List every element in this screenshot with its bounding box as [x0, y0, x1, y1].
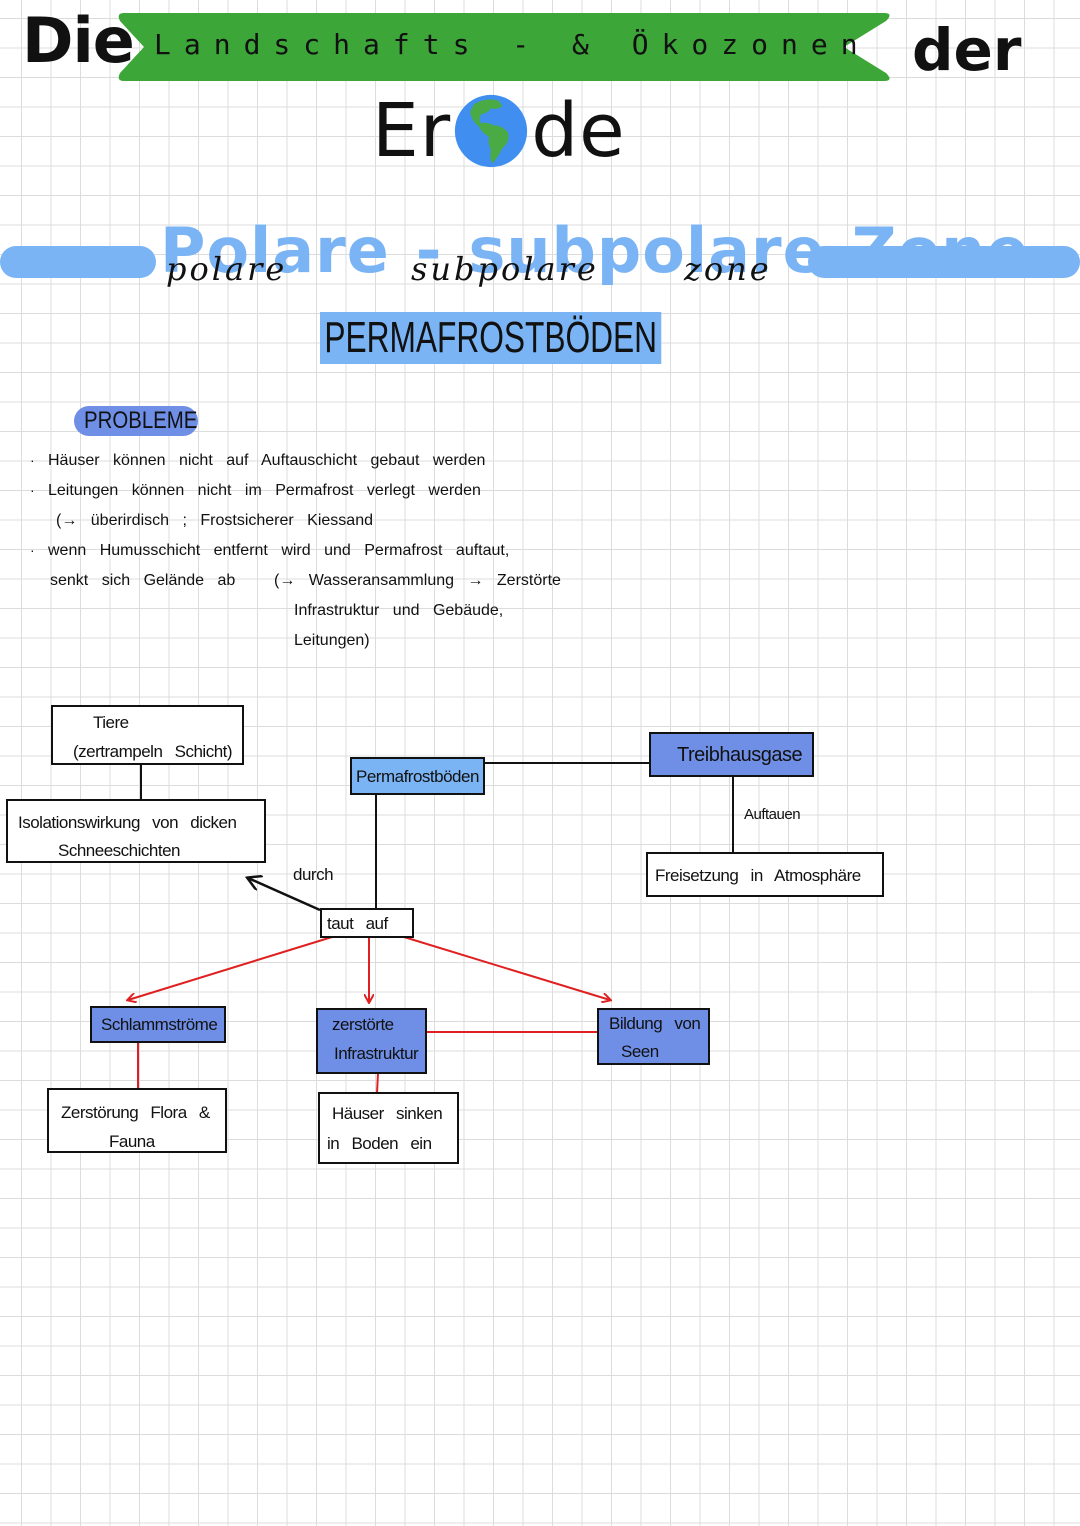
box-treibhausgase: Treibhausgase: [649, 732, 814, 777]
script-word: subpolare: [411, 250, 599, 288]
box-text: Seen: [621, 1042, 659, 1061]
problem-item: · wenn Humusschicht entfernt wird und Per…: [30, 536, 509, 566]
box-permafrostboeden: Permafrostböden: [350, 757, 485, 795]
banner-title: Landschafts - & Ökozonen: [154, 28, 871, 61]
box-text: Treibhausgase: [677, 744, 803, 766]
title-bar-right: [808, 246, 1080, 278]
box-text: Zerstörung Flora &: [61, 1103, 210, 1122]
box-freisetzung: Freisetzung in Atmosphäre: [646, 852, 884, 897]
problem-continuation: senkt sich Gelände ab: [50, 572, 236, 589]
label-durch: durch: [293, 865, 334, 884]
box-text: zerstörte: [332, 1015, 394, 1034]
label-auftauen: Auftauen: [744, 806, 801, 823]
title-bar-left: [0, 246, 156, 278]
bullet-dot: ·: [30, 542, 35, 558]
title-word-die: Die: [22, 4, 135, 77]
arrow-to-schlamm: [128, 936, 333, 1000]
problem-continuation: Leitungen): [294, 632, 370, 649]
problem-item: · Häuser können nicht auf Auftauschicht g…: [30, 446, 485, 476]
title-banner: [118, 13, 890, 81]
title-word-der: der: [912, 16, 1022, 84]
box-text: Fauna: [109, 1132, 155, 1151]
erde-prefix: Er: [372, 88, 452, 174]
bullet-dot: ·: [30, 482, 35, 498]
problem-item: · Leitungen können nicht im Permafrost ve…: [30, 476, 481, 506]
title-erde: Er de: [372, 88, 626, 174]
zone-title-word: subpolare: [468, 214, 826, 287]
box-text: Bildung von: [609, 1014, 701, 1033]
zone-title: Polare-subpolare Zone: [160, 214, 1055, 287]
box-text: (zertrampeln Schicht): [73, 742, 233, 761]
line-infra-haeuser: [376, 1072, 379, 1094]
box-zerstoerung-flora-fauna: Zerstörung Flora & Fauna: [47, 1088, 227, 1153]
box-taut-auf: taut auf: [320, 908, 414, 938]
box-text: Infrastruktur: [334, 1044, 419, 1063]
problems-list: · Häuser können nicht auf Auftauschicht g…: [30, 446, 561, 666]
problem-continuation: Infrastruktur und Gebäude,: [294, 602, 504, 619]
zone-title-word: -: [415, 214, 443, 287]
box-text: Schneeschichten: [58, 841, 180, 860]
box-text: taut auf: [327, 914, 388, 933]
problem-text: Häuser können nicht auf Auftauschicht ge…: [48, 452, 486, 469]
box-text: Permafrostböden: [356, 767, 479, 786]
zone-title-word: Zone: [851, 214, 1030, 287]
box-text: Tiere: [93, 713, 129, 732]
arrow-to-seen: [403, 936, 610, 1000]
problem-continuation: (→ Wasseransammlung → Zerstörte: [274, 572, 561, 589]
box-text: Freisetzung in Atmosphäre: [655, 866, 861, 885]
box-schlammstroeme: Schlammströme: [90, 1006, 226, 1043]
subtitle-permafrostboeden: PERMAFROSTBÖDEN: [320, 312, 662, 364]
script-word: polare: [166, 250, 288, 288]
box-text: Häuser sinken: [332, 1104, 443, 1123]
box-text: Isolationswirkung von dicken: [18, 813, 237, 832]
box-zerstoerte-infrastruktur: zerstörte Infrastruktur: [316, 1008, 427, 1074]
box-isolationswirkung: Isolationswirkung von dicken Schneeschic…: [6, 799, 266, 863]
script-word: zone: [684, 250, 772, 288]
bullet-dot: ·: [30, 452, 35, 468]
box-haeuser-sinken: Häuser sinken in Boden ein: [318, 1092, 459, 1164]
problem-text: Leitungen können nicht im Permafrost ver…: [48, 482, 481, 499]
box-text: Schlammströme: [101, 1015, 218, 1034]
box-tiere: Tiere (zertrampeln Schicht): [51, 705, 244, 765]
problem-continuation: (→ überirdisch ; Frostsicherer Kiessand: [56, 512, 373, 529]
probleme-label: PROBLEME: [84, 407, 198, 434]
problem-text: wenn Humusschicht entfernt wird und Perm…: [48, 542, 510, 559]
globe-americas-icon: [455, 94, 528, 168]
box-bildung-von-seen: Bildung von Seen: [597, 1008, 710, 1065]
zone-title-word: Polare: [160, 214, 390, 287]
box-text: in Boden ein: [327, 1134, 432, 1153]
probleme-heading: PROBLEME: [74, 406, 198, 436]
erde-suffix: de: [531, 88, 626, 174]
